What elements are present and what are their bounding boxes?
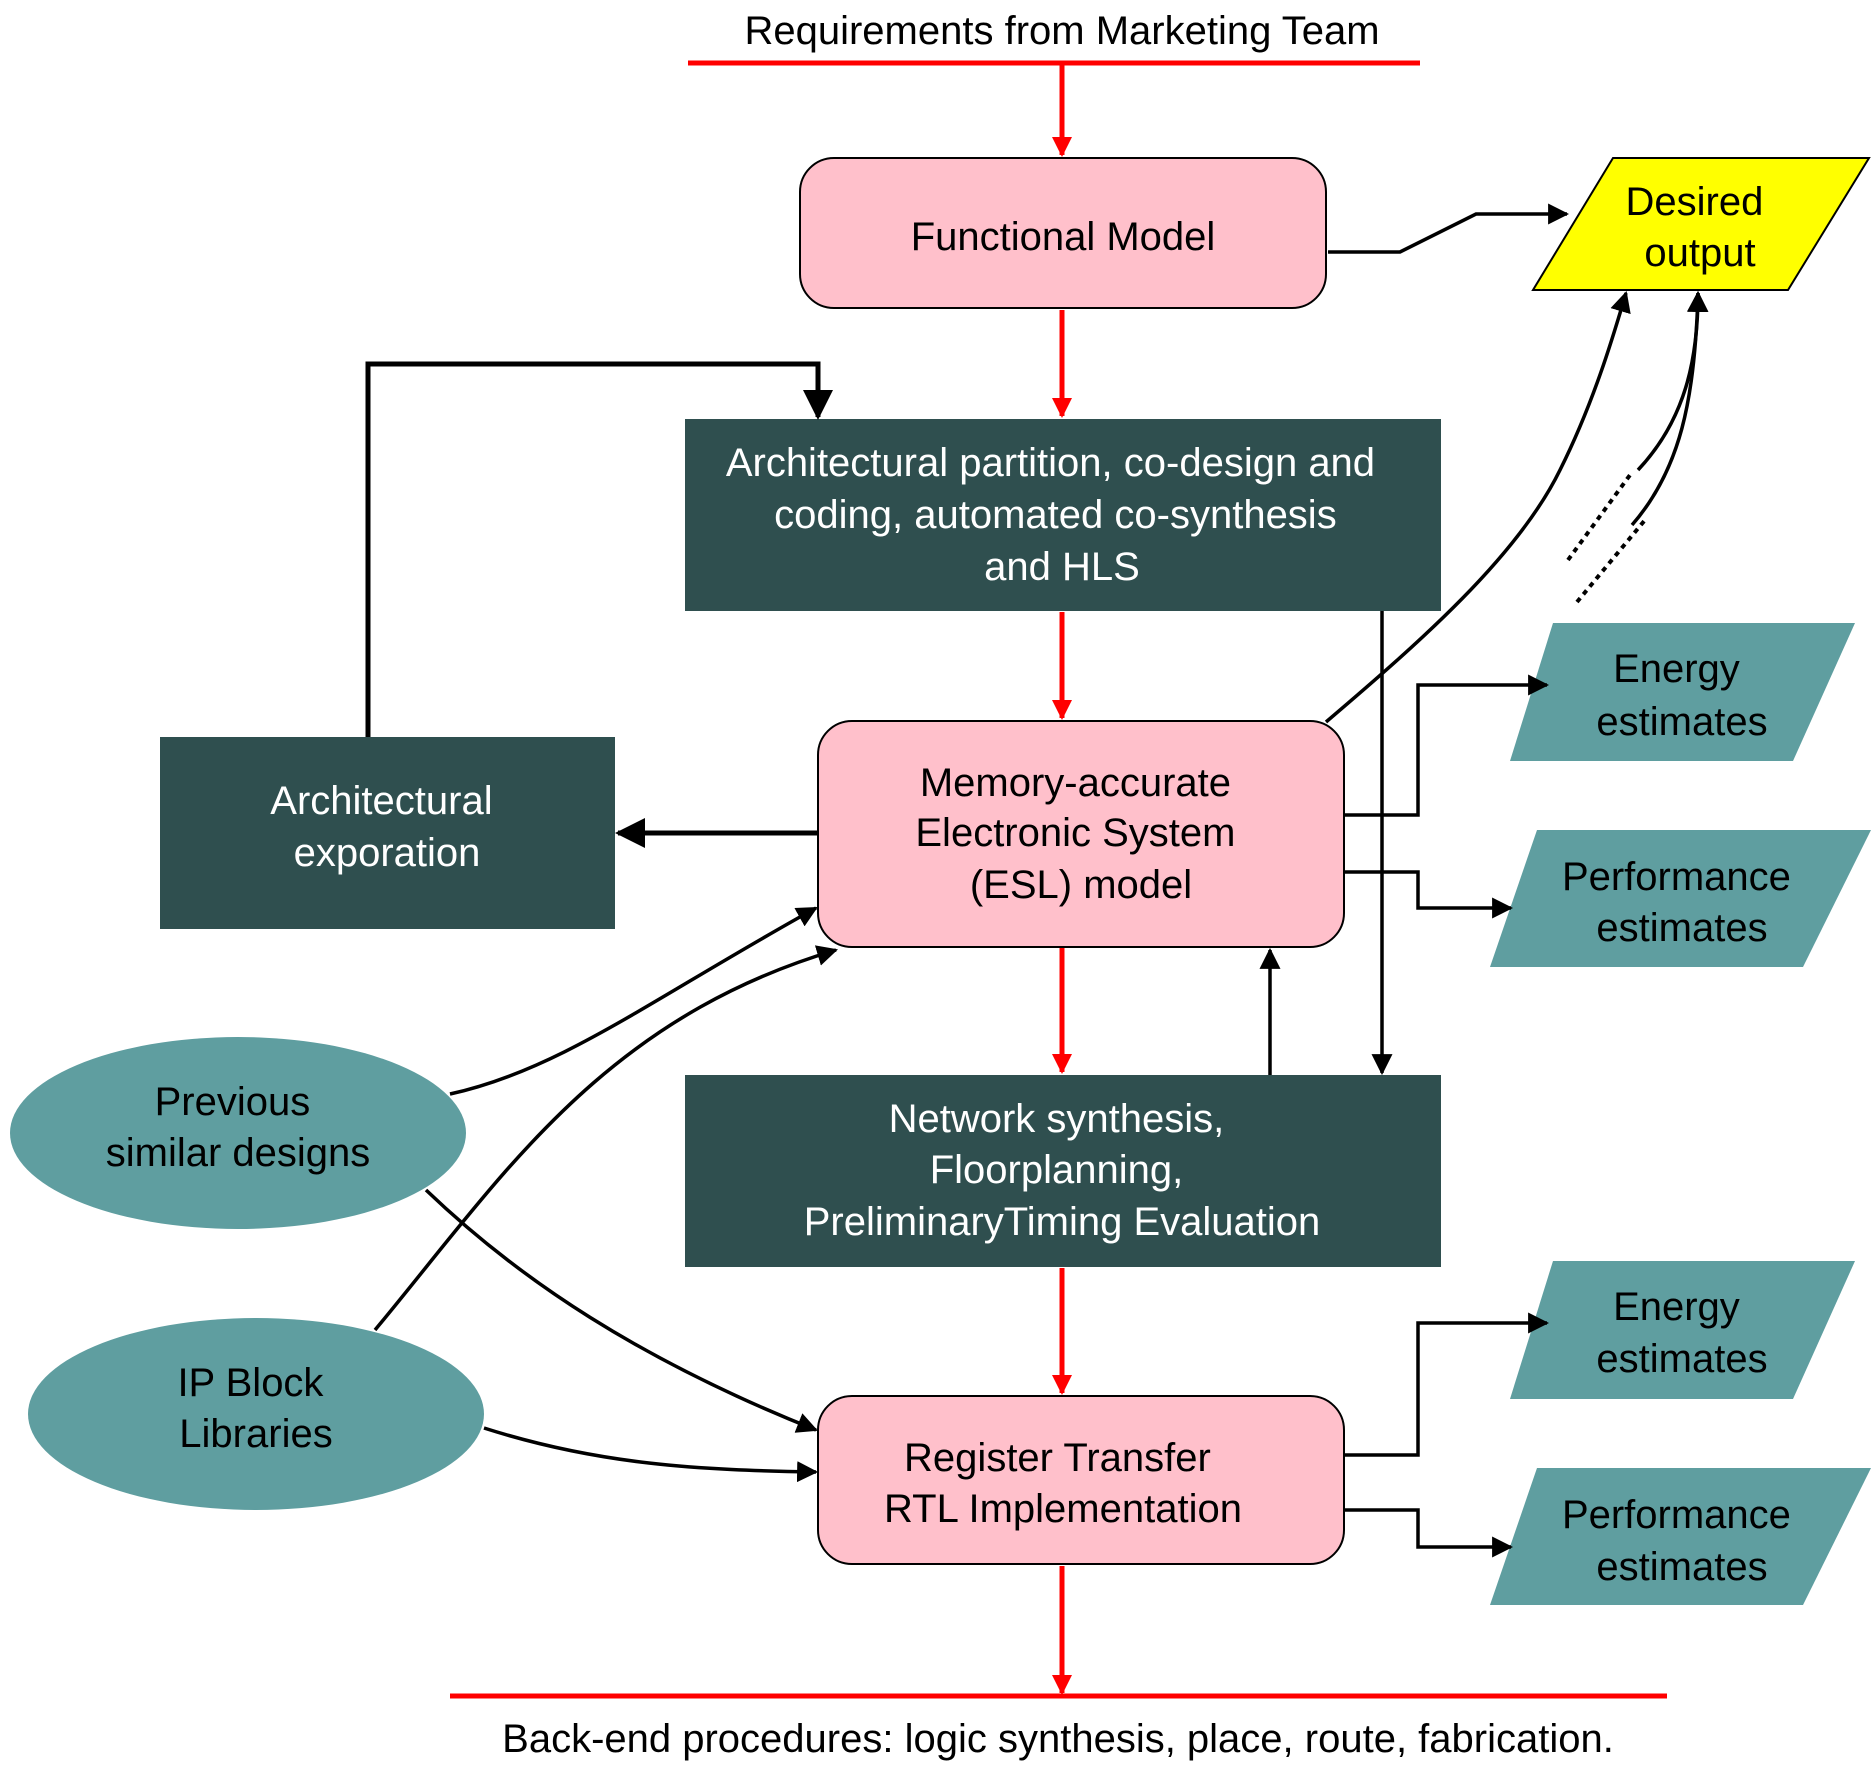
functional-model-box[interactable] — [799, 157, 1327, 309]
rtl-label: Register Transfer RTL Implementation — [884, 1436, 1242, 1531]
energy-estimates-2-shape[interactable] — [1510, 1261, 1855, 1399]
arch-partition-label: Architectural partition, co-design and c… — [726, 441, 1386, 589]
arrow-previous-to-rtl — [424, 1188, 818, 1433]
desired-output-shape[interactable] — [1531, 157, 1871, 291]
arrow-esl-to-performance-1 — [1344, 870, 1514, 919]
bottom-label: Back-end procedures: logic synthesis, pl… — [502, 1717, 1614, 1761]
arch-exploration-label: Architectural exporation — [270, 779, 503, 875]
energy-estimates-1-label: Energy estimates — [1596, 647, 1767, 744]
arrow-esl-to-desired — [1324, 290, 1631, 724]
previous-designs-ellipse[interactable] — [10, 1037, 466, 1229]
network-synthesis-box[interactable] — [685, 1075, 1441, 1267]
arrow-rtl-to-energy-2 — [1344, 1312, 1550, 1457]
arrow-ip-to-esl — [373, 945, 839, 1332]
arrow-functional-to-desired — [1328, 203, 1570, 254]
arrow-estimates-to-desired — [1630, 290, 1708, 527]
arrow-estimates-to-desired-2 — [1636, 290, 1709, 472]
arrow-exploration-to-partition — [365, 361, 833, 737]
rtl-box[interactable] — [817, 1395, 1345, 1565]
arrow-ip-to-rtl — [483, 1426, 819, 1483]
network-synthesis-label: Network synthesis, Floorplanning, Prelim… — [804, 1097, 1320, 1244]
esl-model-label: Memory-accurate Electronic System (ESL) … — [915, 761, 1246, 907]
performance-estimates-2-shape[interactable] — [1490, 1468, 1871, 1605]
ip-libraries-ellipse[interactable] — [28, 1318, 484, 1510]
arch-partition-box[interactable] — [685, 419, 1441, 611]
arch-exploration-box[interactable] — [160, 737, 615, 929]
performance-estimates-1-label: Performance estimates — [1562, 855, 1802, 950]
energy-estimates-2-label: Energy estimates — [1596, 1285, 1767, 1381]
previous-designs-label: Previous similar designs — [106, 1080, 371, 1175]
top-label: Requirements from Marketing Team — [744, 9, 1379, 53]
arrow-rtl-to-performance-2 — [1344, 1508, 1514, 1558]
desired-output-label: Desired output — [1626, 180, 1775, 275]
energy-estimates-1-shape[interactable] — [1510, 623, 1855, 761]
arrow-previous-to-esl — [449, 906, 818, 1096]
functional-model-label: Functional Model — [911, 215, 1216, 259]
ip-libraries-label: IP Block Libraries — [177, 1361, 334, 1456]
dotted-link-1 — [1566, 473, 1632, 562]
performance-estimates-1-shape[interactable] — [1490, 830, 1871, 967]
performance-estimates-2-label: Performance estimates — [1562, 1493, 1802, 1589]
dotted-link-2 — [1575, 518, 1647, 604]
